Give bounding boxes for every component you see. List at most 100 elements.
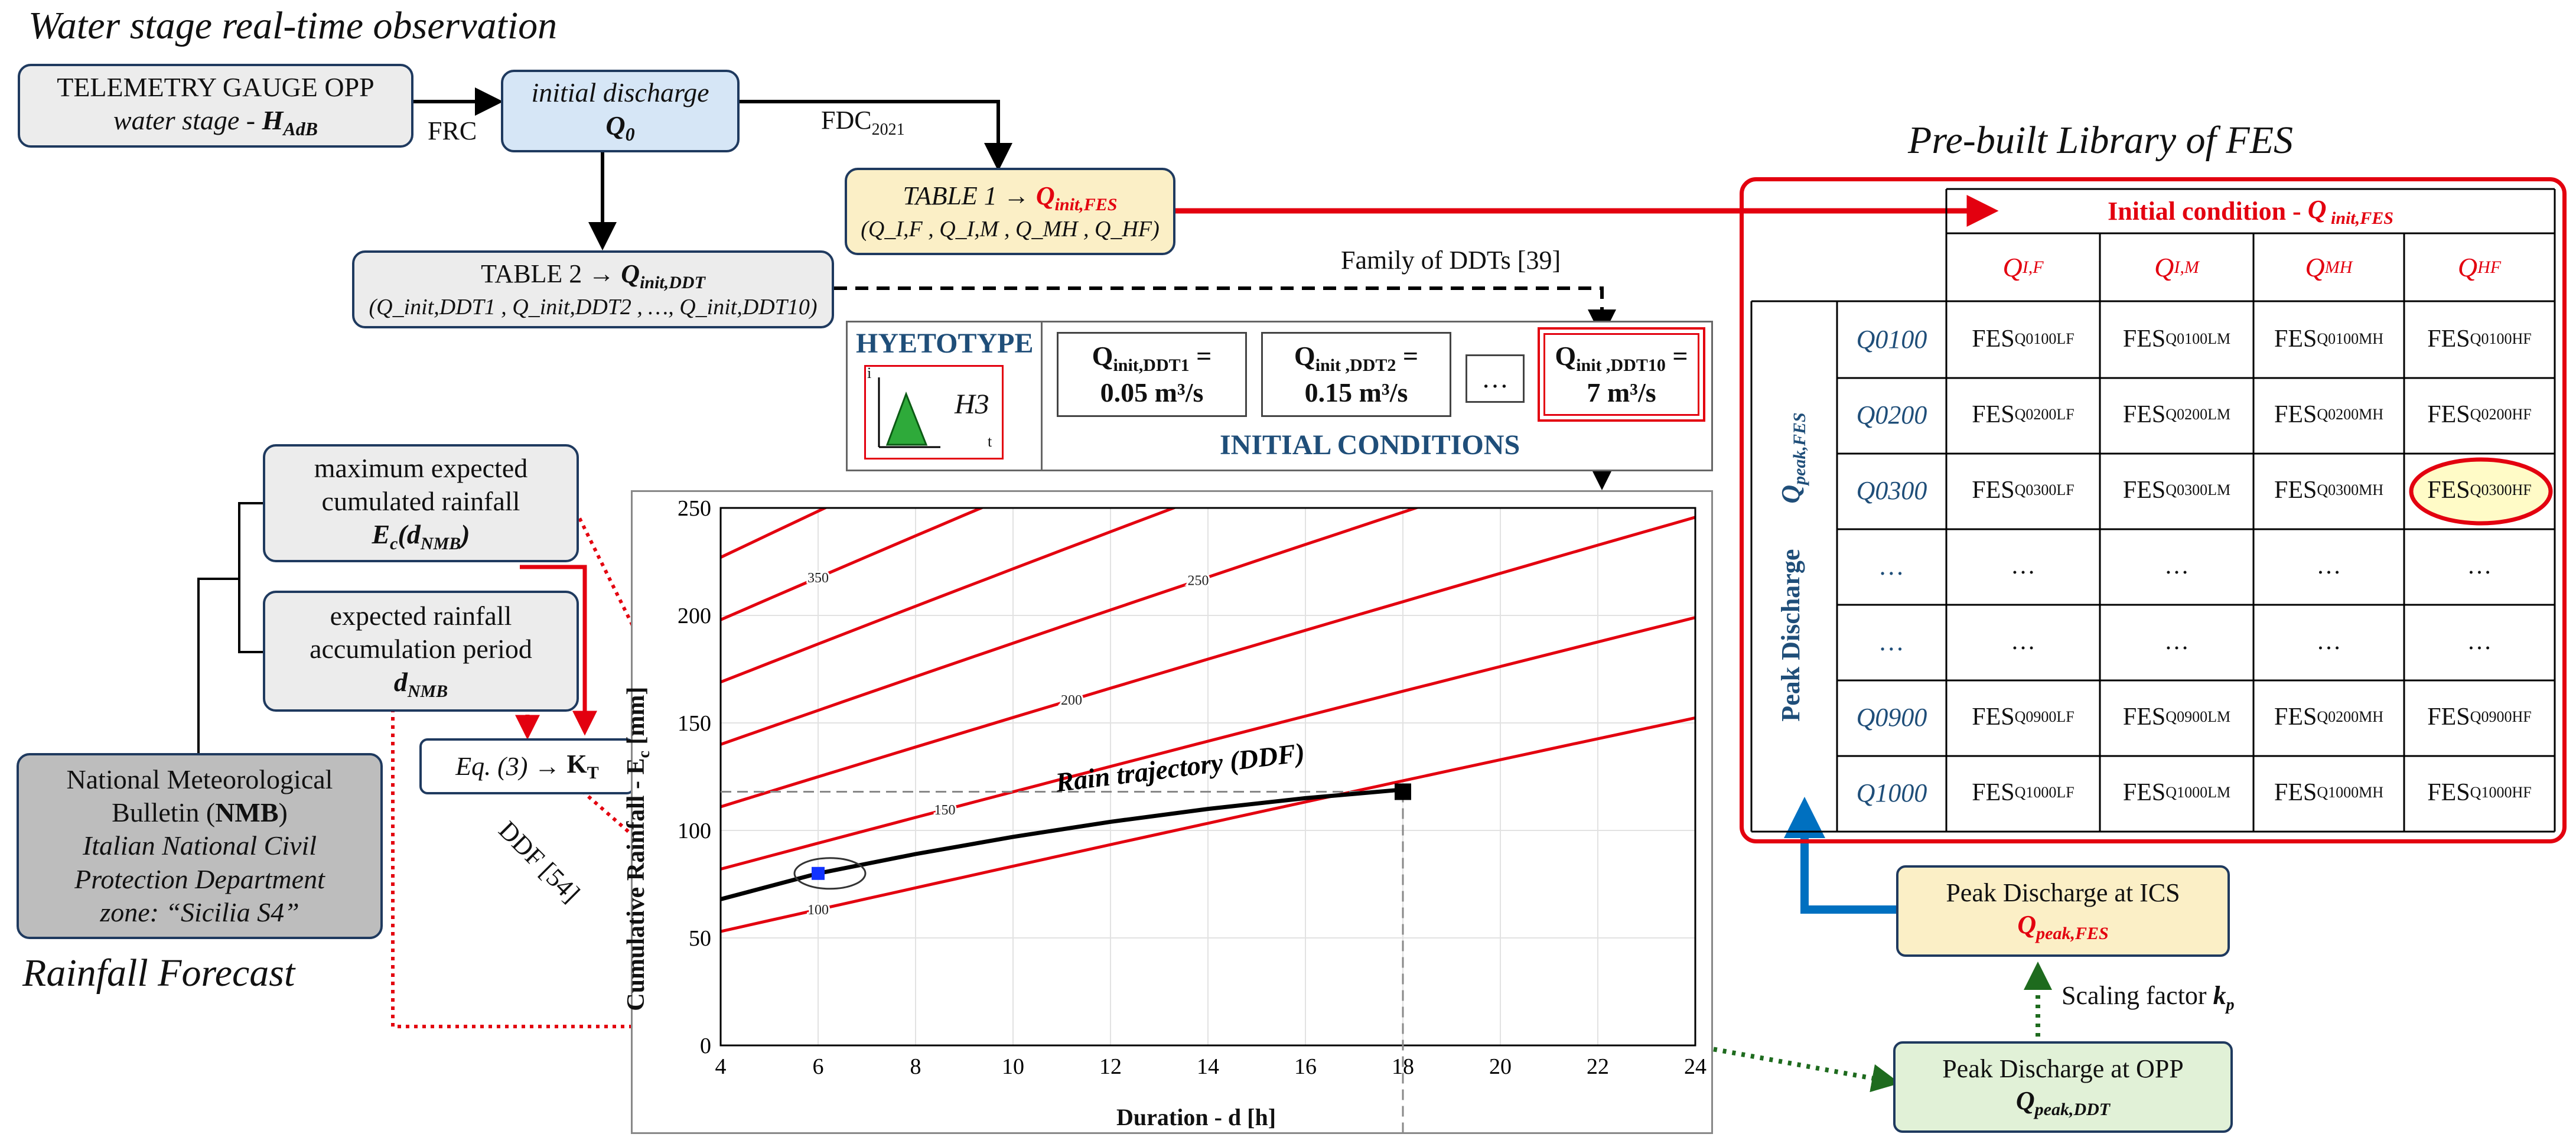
- conditions-footer: INITIAL CONDITIONS: [1220, 429, 1520, 461]
- title-observation: Water stage real-time observation: [28, 4, 558, 47]
- hyetotype-triangle-icon: [878, 377, 940, 448]
- peak-opp-symbol: Qpeak,DDT: [2015, 1086, 2111, 1119]
- peak-opp-box: Peak Discharge at OPP Qpeak,DDT: [1893, 1041, 2233, 1133]
- telemetry-title: TELEMETRY GAUGE OPP: [57, 71, 374, 102]
- x-tick-label: 8: [910, 1054, 921, 1079]
- library-cell: …: [2011, 552, 2036, 579]
- x-tick-label: 4: [715, 1054, 727, 1079]
- plot-border: [719, 507, 1696, 1047]
- accum-period-line1: expected rainfall: [330, 601, 512, 631]
- library-col-header: Q I,F: [2002, 252, 2044, 282]
- x-tick-label: 20: [1489, 1054, 1512, 1079]
- highlight-cell: [2409, 457, 2553, 526]
- library-row-label: Q1000: [1856, 778, 1927, 807]
- accum-period-line2: accumulation period: [310, 634, 532, 664]
- arrow-ec-eq: [520, 565, 597, 736]
- telemetry-gauge-box: TELEMETRY GAUGE OPP water stage - HAdB: [18, 64, 413, 148]
- contour-label: 200: [1061, 693, 1082, 708]
- peak-opp-title: Peak Discharge at OPP: [1942, 1054, 2184, 1084]
- contour-line-200: [721, 516, 1695, 809]
- chart-xlabel: Duration - d [h]: [1116, 1104, 1276, 1130]
- label-fdc: FDC2021: [821, 106, 905, 139]
- rain-trajectory-line: [720, 787, 1403, 901]
- eq3-box: Eq. (3) → KT: [419, 738, 635, 794]
- condition-ddt1: Qinit,DDT1 = 0.05 m³/s: [1057, 332, 1247, 417]
- library-row-label: Q0300: [1856, 475, 1927, 505]
- label-frc: FRC: [428, 116, 477, 145]
- hyetotype-axis-t: t: [988, 433, 992, 450]
- telemetry-water-stage: water stage - HAdB: [113, 105, 318, 140]
- library-cell: …: [2316, 628, 2341, 655]
- trajectory-start-marker: [812, 866, 825, 880]
- eq3-symbol: KT: [566, 750, 599, 783]
- contour-label: 100: [807, 902, 829, 918]
- hyetotype-title: HYETOTYPE: [856, 328, 1034, 359]
- accum-period-symbol: dNMB: [393, 667, 448, 702]
- contour-label: 250: [1188, 574, 1209, 589]
- label-scaling: Scaling factor kp: [2062, 981, 2235, 1014]
- library-row-label: Q0200: [1856, 400, 1927, 429]
- max-rainfall-line1: maximum expected: [314, 452, 528, 483]
- trajectory-end-marker: [1395, 783, 1411, 800]
- library-cell: …: [2164, 552, 2189, 579]
- dotted-ec-chart: [574, 510, 718, 797]
- trajectory-start-ellipse: [793, 857, 867, 890]
- condition-ellipsis: …: [1466, 354, 1525, 403]
- contour-label: 350: [807, 571, 829, 586]
- contour-line-150: [721, 616, 1695, 871]
- library-cell: …: [2164, 628, 2189, 655]
- contour-label: 150: [934, 803, 956, 818]
- library-cell: …: [2011, 628, 2036, 655]
- library-row-label: Q0900: [1856, 702, 1927, 732]
- library-row-label: …: [1880, 551, 1904, 581]
- y-tick-label: 100: [678, 819, 711, 843]
- nmb-line3: Italian National Civil: [82, 830, 317, 861]
- condition-ddt2: Qinit ,DDT2 = 0.15 m³/s: [1261, 332, 1451, 417]
- nmb-line4: Protection Department: [74, 863, 325, 894]
- hyetotype-figure: i t H3: [864, 364, 1004, 460]
- x-tick-label: 6: [813, 1054, 824, 1079]
- initial-discharge-box: initial discharge Q0: [501, 70, 740, 152]
- contour-line-100: [721, 716, 1695, 933]
- hyetotype-cell: HYETOTYPE i t H3: [848, 322, 1043, 470]
- initial-discharge-symbol: Q0: [605, 110, 635, 145]
- nmb-line2: Bulletin (NMB): [112, 797, 288, 828]
- nmb-line5: zone: “Sicilia S4”: [100, 897, 299, 927]
- title-rainfall-forecast: Rainfall Forecast: [22, 952, 295, 995]
- library-header: Initial condition - Q init,FES: [2108, 194, 2393, 228]
- x-tick-label: 24: [1684, 1054, 1707, 1079]
- hyetotype-code: H3: [955, 389, 989, 420]
- table2-box: TABLE 2 → Qinit,DDT (Q_init,DDT1 , Q_ini…: [352, 250, 834, 328]
- dotted-d-chart: [391, 709, 1396, 1037]
- nmb-box: National Meteorological Bulletin (NMB) I…: [17, 753, 383, 939]
- trajectory-label: Rain trajectory (DDF): [1053, 737, 1306, 797]
- library-grid: [1750, 188, 2556, 833]
- x-tick-label: 14: [1197, 1054, 1219, 1079]
- peak-ics-title: Peak Discharge at ICS: [1946, 878, 2180, 908]
- conditions-panel: HYETOTYPE i t H3 Qinit,DDT1 = 0.05 m³/s …: [846, 321, 1713, 471]
- contour-line-350: [721, 508, 985, 621]
- x-tick-label: 12: [1099, 1054, 1122, 1079]
- title-library: Pre-built Library of FES: [1908, 119, 2294, 162]
- x-tick-label: 16: [1294, 1054, 1317, 1079]
- y-tick-label: 50: [689, 926, 711, 951]
- x-tick-label: 22: [1587, 1054, 1609, 1079]
- library-row-label: Q0100: [1856, 324, 1927, 354]
- tree-nmb: [197, 502, 263, 753]
